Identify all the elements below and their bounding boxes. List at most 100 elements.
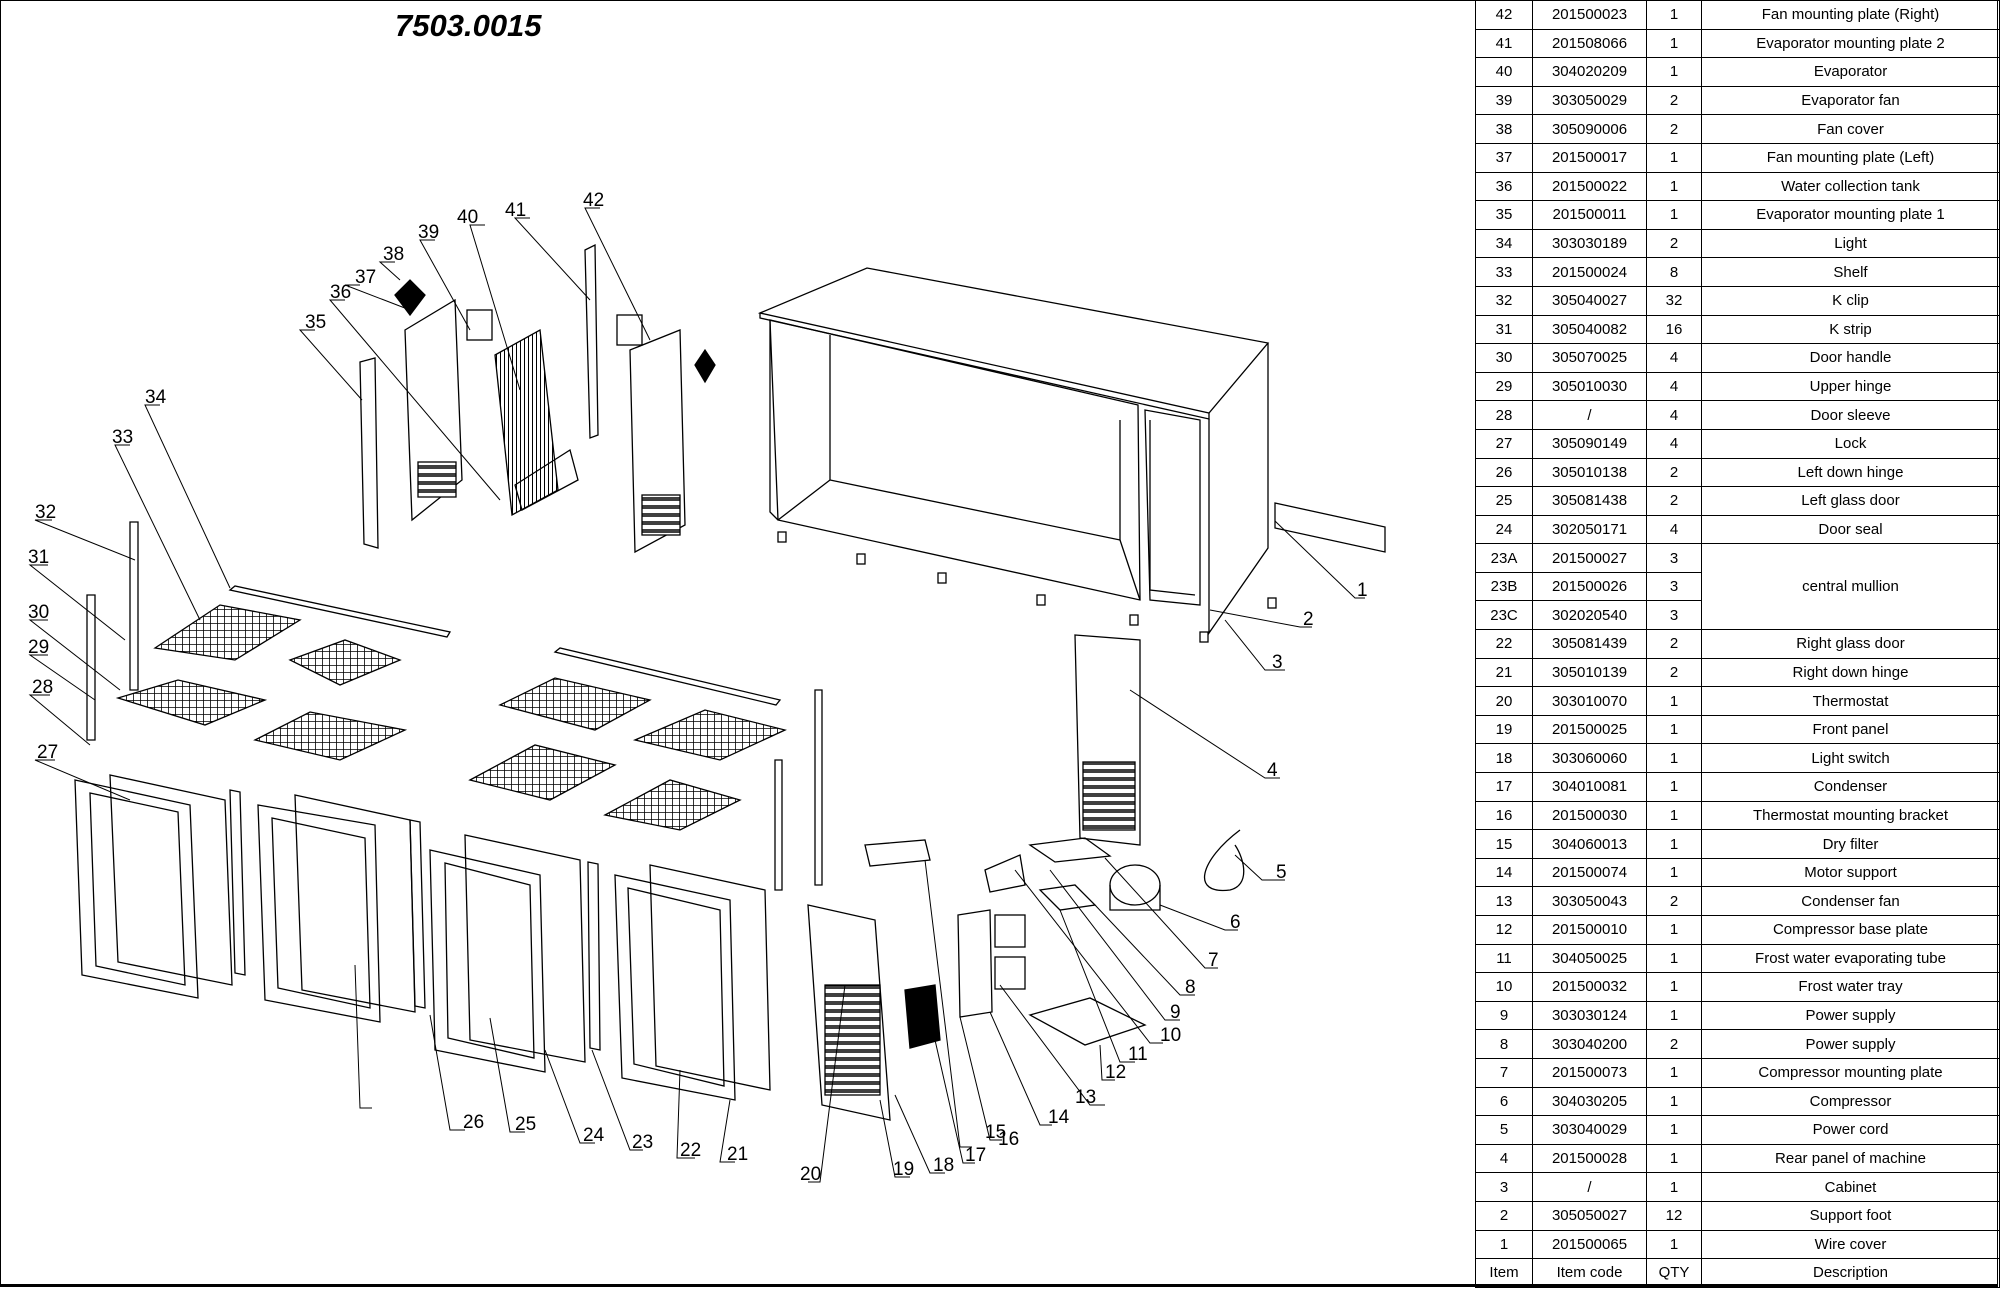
cell-qty: 1 (1646, 943, 1702, 974)
callout-2: 2 (1303, 609, 1314, 630)
condenser-fan (994, 914, 1026, 948)
callout-7: 7 (1208, 950, 1219, 971)
cell-qty: 1 (1646, 1115, 1702, 1145)
drawing-title: 7503.0015 (395, 8, 542, 43)
cell-item: 4 (1475, 1143, 1533, 1174)
cell-desc: Left down hinge (1701, 457, 2000, 488)
cell-code: 304050025 (1532, 943, 1647, 974)
cell-code: 304010081 (1532, 772, 1647, 802)
cell-desc: Evaporator (1701, 57, 2000, 87)
light-strip (553, 647, 782, 706)
callout-20: 20 (800, 1164, 821, 1185)
cell-code: 201500022 (1532, 171, 1647, 202)
cell-desc: Door sleeve (1701, 400, 2000, 430)
callout-39: 39 (418, 222, 439, 243)
cell-qty: 3 (1646, 600, 1702, 631)
callout-11: 11 (1128, 1044, 1148, 1065)
cell-code: 201508066 (1532, 28, 1647, 59)
cell-desc: Evaporator mounting plate 2 (1701, 28, 2000, 59)
cell-desc: Thermostat (1701, 686, 2000, 716)
front-panel (807, 904, 891, 1121)
cell-code: 201500073 (1532, 1057, 1647, 1088)
cell-qty: 1 (1646, 200, 1702, 230)
thermostat-bracket (864, 839, 931, 867)
cell-qty: 4 (1646, 400, 1702, 430)
header-code: Item code (1532, 1258, 1647, 1288)
cell-qty: 16 (1646, 314, 1702, 345)
motor-support (984, 854, 1026, 893)
cell-desc: Door handle (1701, 343, 2000, 373)
cell-qty: 1 (1646, 1172, 1702, 1202)
k-strip (129, 521, 139, 691)
cell-desc: Compressor base plate (1701, 915, 2000, 945)
cell-code: 305081439 (1532, 629, 1647, 659)
cell-code: 303040200 (1532, 1029, 1647, 1059)
callout-33: 33 (112, 427, 133, 448)
cell-item: 26 (1475, 457, 1533, 488)
cell-item: 15 (1475, 829, 1533, 859)
cell-qty: 1 (1646, 28, 1702, 59)
cell-desc: Front panel (1701, 714, 2000, 745)
cell-item: 21 (1475, 657, 1533, 688)
condenser-part (904, 984, 941, 1049)
cell-code: 303030189 (1532, 228, 1647, 259)
cell-desc: Power supply (1701, 1029, 2000, 1059)
cell-qty: 1 (1646, 142, 1702, 173)
cell-item: 30 (1475, 343, 1533, 373)
callout-21: 21 (727, 1144, 748, 1165)
cell-desc: K clip (1701, 285, 2000, 316)
cell-qty: 1 (1646, 829, 1702, 859)
cell-qty: 1 (1646, 1229, 1702, 1260)
cell-qty: 1 (1646, 57, 1702, 87)
cell-item: 20 (1475, 686, 1533, 716)
callout-38: 38 (383, 244, 404, 265)
cell-qty: 1 (1646, 857, 1702, 888)
cell-item: 8 (1475, 1029, 1533, 1059)
callout-31: 31 (28, 547, 49, 568)
cell-item: 1 (1475, 1229, 1533, 1260)
callout-42: 42 (583, 190, 604, 211)
cell-code: 201500026 (1532, 571, 1647, 602)
cell-code: 201500010 (1532, 915, 1647, 945)
callout-41: 41 (505, 200, 526, 221)
callout-30: 30 (28, 602, 49, 623)
cell-code: 201500011 (1532, 200, 1647, 230)
cell-desc: Evaporator mounting plate 1 (1701, 200, 2000, 230)
cell-item: 23A (1475, 543, 1533, 573)
condenser-fan (994, 956, 1026, 990)
cell-code: 304020209 (1532, 57, 1647, 87)
cell-qty: 1 (1646, 800, 1702, 831)
cell-item: 7 (1475, 1057, 1533, 1088)
cell-qty: 1 (1646, 686, 1702, 716)
header-item: Item (1475, 1258, 1533, 1288)
cell-desc: Water collection tank (1701, 171, 2000, 202)
cell-qty: 2 (1646, 85, 1702, 116)
cell-desc: Motor support (1701, 857, 2000, 888)
cell-item: 23B (1475, 571, 1533, 602)
callout-1: 1 (1357, 580, 1368, 601)
cell-code: 305050027 (1532, 1200, 1647, 1231)
cell-code: 303050029 (1532, 85, 1647, 116)
cell-qty: 3 (1646, 571, 1702, 602)
cell-desc: Fan cover (1701, 114, 2000, 144)
cell-item: 13 (1475, 886, 1533, 916)
cell-qty: 1 (1646, 1086, 1702, 1117)
cell-qty: 1 (1646, 1057, 1702, 1088)
